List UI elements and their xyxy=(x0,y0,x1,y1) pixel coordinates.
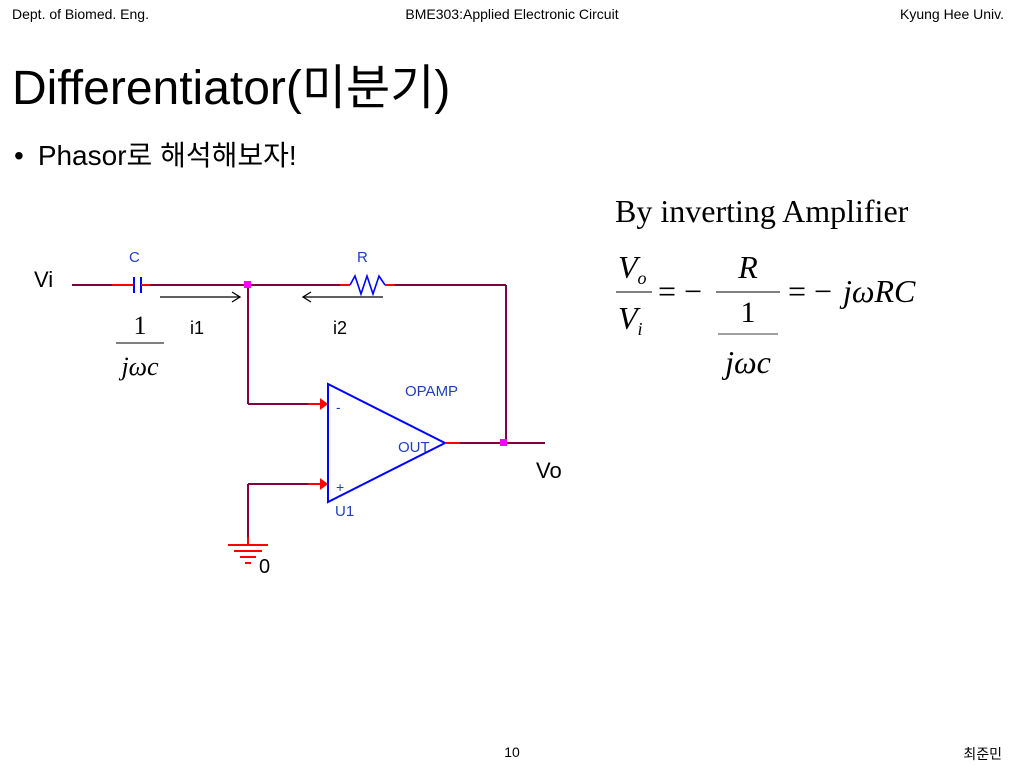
header-course: BME303:Applied Electronic Circuit xyxy=(405,6,619,22)
output-label: Vo xyxy=(536,458,562,483)
slide-title: Differentiator(미분기) xyxy=(12,62,451,115)
svg-text:1: 1 xyxy=(134,311,147,340)
bullet-text: Phasor로 해석해보자! xyxy=(37,140,297,171)
bullet-dot: • xyxy=(14,140,24,171)
junction-node xyxy=(244,281,251,288)
equation: By inverting Amplifier Vo Vi = − R 1 jωc… xyxy=(615,193,916,380)
opamp-minus-label: - xyxy=(336,399,341,415)
bullet-item: • Phasor로 해석해보자! xyxy=(14,134,297,174)
equals-minus-2: = − xyxy=(788,273,832,309)
rhs-numerator: R xyxy=(737,249,758,285)
ground-symbol xyxy=(228,537,268,564)
equation-result: jωRC xyxy=(839,273,916,309)
opamp xyxy=(308,382,460,504)
current2-label: i2 xyxy=(333,318,347,338)
header-university: Kyung Hee Univ. xyxy=(899,6,1004,22)
resistor xyxy=(340,273,395,297)
page-number: 10 xyxy=(504,744,520,760)
opamp-ref-label: U1 xyxy=(335,503,354,520)
header-department: Dept. of Biomed. Eng. xyxy=(12,6,149,22)
lhs-denominator: Vi xyxy=(618,300,643,339)
capacitor-label: C xyxy=(129,249,140,266)
current-arrows xyxy=(160,291,383,303)
inner-numerator: 1 xyxy=(741,296,756,329)
inner-denominator: jωc xyxy=(721,344,771,380)
svg-text:jωc: jωc xyxy=(118,352,159,381)
output-node xyxy=(500,439,507,446)
ground-label: 0 xyxy=(259,556,270,578)
equation-heading: By inverting Amplifier xyxy=(615,193,909,229)
resistor-label: R xyxy=(357,249,368,266)
capacitor xyxy=(112,277,150,293)
equals-minus-1: = − xyxy=(658,273,702,309)
author-name: 최준민 xyxy=(963,746,1002,762)
opamp-out-label: OUT xyxy=(398,439,430,456)
opamp-plus-label: + xyxy=(336,479,344,495)
capacitor-impedance: 1 jωc xyxy=(116,311,164,381)
current1-label: i1 xyxy=(190,318,204,338)
opamp-name: OPAMP xyxy=(405,383,458,400)
lhs-numerator: Vo xyxy=(618,249,647,288)
input-label: Vi xyxy=(34,267,53,292)
